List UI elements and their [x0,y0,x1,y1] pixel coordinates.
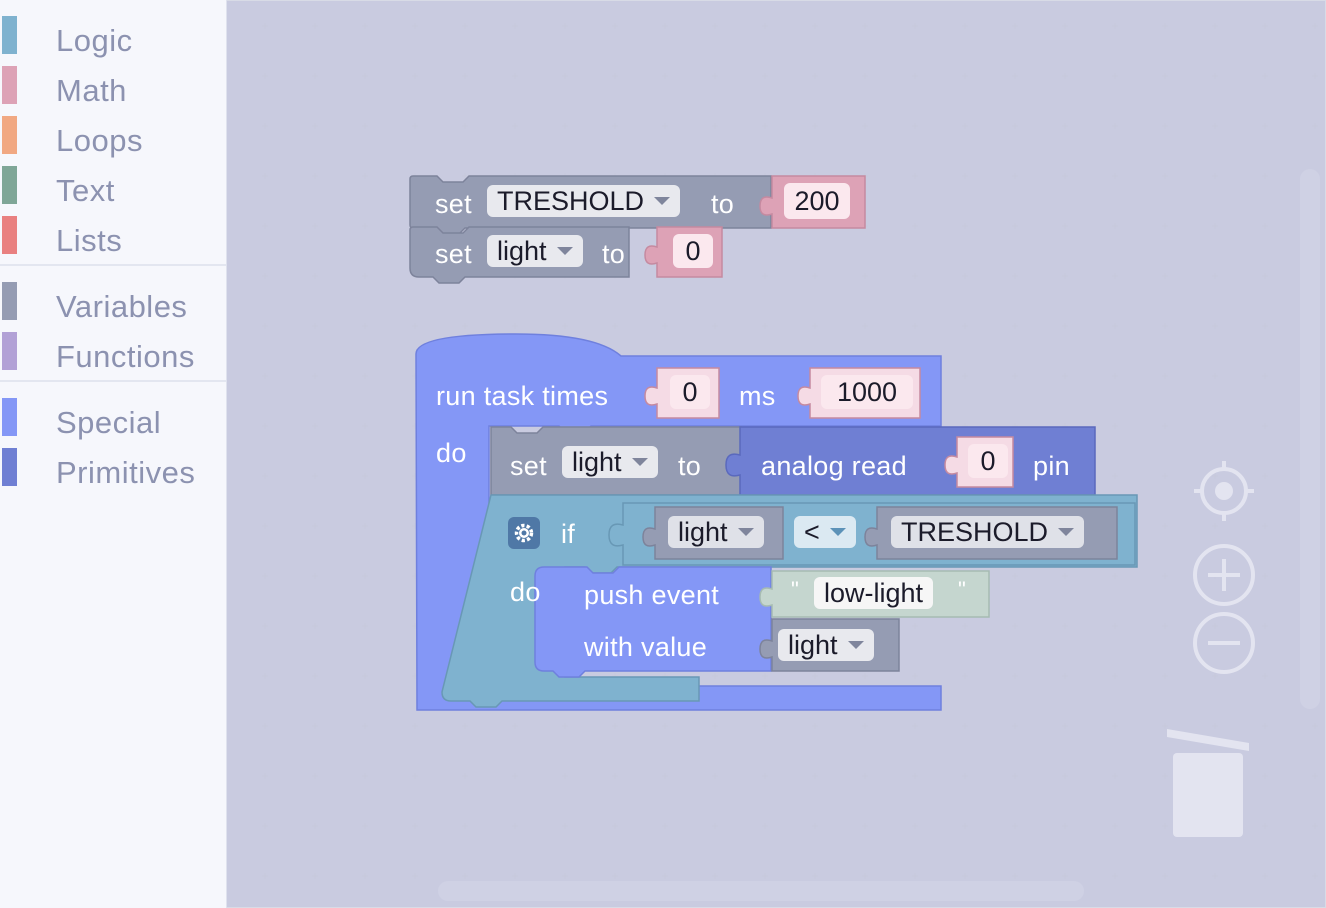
category-color-swatch [2,16,17,54]
operator-dropdown[interactable]: < [794,516,856,548]
variable-dropdown[interactable]: TRESHOLD [891,516,1085,548]
times-field[interactable]: 0 [670,375,710,409]
category-label: Special [56,405,162,440]
with-value-label: with value [584,632,708,662]
category-label: Variables [56,289,188,324]
variable-dropdown[interactable]: light [487,235,583,267]
number-field[interactable]: 200 [784,183,850,219]
text-block[interactable]: " low-light " [772,571,989,617]
variable-name: TRESHOLD [497,186,645,216]
set-variable-block[interactable]: set light to [491,427,741,495]
text-field[interactable]: low-light [814,577,934,609]
workspace[interactable]: set TRESHOLD to 200 set light to 0 run t… [227,0,1326,908]
category-color-swatch [2,216,17,254]
trash-icon[interactable] [1165,723,1255,841]
push-event-label: push event [584,580,720,610]
target-icon[interactable] [1192,459,1256,523]
category-color-swatch [2,166,17,204]
category-label: Logic [56,23,133,58]
variable-name: light [678,517,728,547]
if-label: if [561,519,576,549]
set-variable-block[interactable]: set light to 0 [416,227,726,277]
category-math[interactable]: Math [0,62,226,108]
push-event-block[interactable]: push event with value [567,567,752,671]
ms-label: ms [739,381,776,411]
variable-name: light [788,630,838,660]
chevron-down-icon [556,246,573,255]
category-special[interactable]: Special [0,394,226,440]
category-text[interactable]: Text [0,162,226,208]
category-color-swatch [2,398,17,436]
category-lists[interactable]: Lists [0,212,226,258]
toolbox-separator [0,264,226,266]
to-label: to [602,239,626,269]
category-color-swatch [2,332,17,370]
category-label: Lists [56,223,123,258]
chevron-down-icon [737,527,754,536]
variable-dropdown[interactable]: TRESHOLD [487,185,681,217]
chevron-down-icon [631,457,648,466]
category-primitives[interactable]: Primitives [0,444,226,490]
variable-dropdown[interactable]: light [778,629,874,661]
interval-field[interactable]: 1000 [821,375,913,409]
category-color-swatch [2,282,17,320]
gear-icon[interactable] [508,517,540,549]
if-block[interactable]: if do [491,495,621,701]
to-label: to [678,451,702,481]
toolbox: Logic Math Loops Text Lists Variables Fu… [0,0,227,908]
do-label: do [436,438,467,468]
run-task-block[interactable]: run task times 0 ms 1000 do [416,334,942,734]
category-label: Text [56,173,115,208]
variable-dropdown[interactable]: light [668,516,764,548]
category-label: Loops [56,123,143,158]
variable-name: light [497,236,547,266]
category-color-swatch [2,448,17,486]
set-variable-block[interactable]: set TRESHOLD to 200 [416,176,866,228]
to-label: to [711,189,735,219]
horizontal-scrollbar[interactable] [438,881,1084,901]
vertical-scrollbar[interactable] [1300,169,1320,709]
category-loops[interactable]: Loops [0,112,226,158]
variable-dropdown[interactable]: light [562,446,658,478]
set-label: set [435,189,472,219]
compare-block[interactable]: light < TRESHOLD [623,503,1135,565]
operator-symbol: < [804,517,820,547]
zoom-out-icon[interactable] [1192,611,1256,675]
run-task-label: run task times [436,381,609,411]
category-label: Math [56,73,127,108]
variable-block[interactable]: light [772,619,899,671]
category-color-swatch [2,116,17,154]
variable-name: light [572,447,622,477]
chevron-down-icon [847,640,864,649]
quote-close-label: " [958,577,967,602]
analog-read-block[interactable]: analog read 0 pin [740,427,1095,495]
pin-field[interactable]: 0 [968,444,1008,478]
set-label: set [435,239,472,269]
zoom-in-icon[interactable] [1192,543,1256,607]
chevron-down-icon [829,527,846,536]
number-field[interactable]: 0 [673,234,713,268]
category-logic[interactable]: Logic [0,12,226,58]
category-label: Primitives [56,455,196,490]
chevron-down-icon [654,196,671,205]
pin-label: pin [1033,451,1070,481]
category-variables[interactable]: Variables [0,278,226,324]
analog-read-label: analog read [761,451,907,481]
set-label: set [510,451,547,481]
toolbox-separator [0,380,226,382]
variable-name: TRESHOLD [901,517,1049,547]
category-label: Functions [56,339,195,374]
category-color-swatch [2,66,17,104]
quote-open-label: " [791,577,800,602]
chevron-down-icon [1058,527,1075,536]
category-functions[interactable]: Functions [0,328,226,374]
do-label: do [510,577,541,607]
